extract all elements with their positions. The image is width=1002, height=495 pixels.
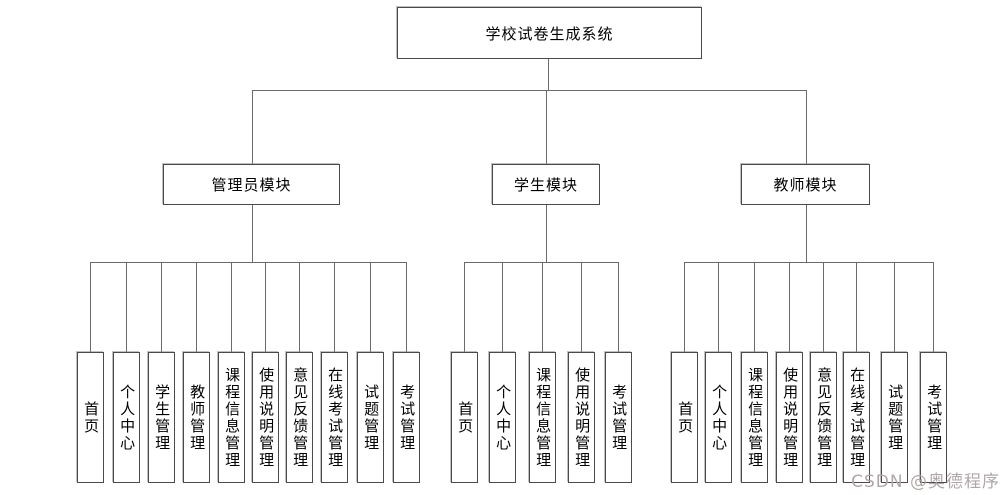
leaf-node: 课程信息管理 (529, 352, 556, 483)
leaf-node: 个人中心 (489, 352, 516, 483)
leaf-node: 首页 (451, 352, 478, 483)
leaf-drop-line (406, 262, 407, 352)
leaf-node: 课程信息管理 (741, 352, 768, 483)
root-drop-line (548, 59, 549, 90)
leaf-drop-line (334, 262, 335, 352)
module-node: 学生模块 (492, 164, 600, 205)
leaf-drop-line (933, 262, 934, 352)
leaf-node: 个人中心 (705, 352, 732, 483)
leaf-drop-line (542, 262, 543, 352)
root-node: 学校试卷生成系统 (397, 7, 702, 59)
module-drop-line (806, 90, 807, 164)
module-node: 教师模块 (741, 164, 870, 205)
leaf-drop-line (161, 262, 162, 352)
module-drop-line (546, 90, 547, 164)
leaf-drop-line (718, 262, 719, 352)
leaf-node: 考试管理 (605, 352, 632, 483)
module-stem-line (806, 205, 807, 262)
leaf-node: 个人中心 (113, 352, 140, 483)
leaf-node: 课程信息管理 (218, 352, 245, 483)
leaf-drop-line (789, 262, 790, 352)
leaf-node: 教师管理 (183, 352, 210, 483)
leaf-node: 在线考试管理 (843, 352, 870, 483)
level2-bar-line (684, 262, 934, 263)
leaf-node: 考试管理 (393, 352, 420, 483)
leaf-drop-line (618, 262, 619, 352)
leaf-drop-line (684, 262, 685, 352)
leaf-drop-line (126, 262, 127, 352)
leaf-node: 首页 (77, 352, 104, 483)
level1-bar-line (252, 90, 807, 91)
leaf-drop-line (265, 262, 266, 352)
module-node: 管理员模块 (163, 164, 340, 205)
leaf-drop-line (856, 262, 857, 352)
module-drop-line (252, 90, 253, 164)
leaf-node: 使用说明管理 (776, 352, 803, 483)
leaf-node: 意见反馈管理 (286, 352, 313, 483)
leaf-node: 试题管理 (881, 352, 908, 483)
leaf-node: 考试管理 (920, 352, 947, 483)
leaf-node: 在线考试管理 (321, 352, 348, 483)
level2-bar-line (464, 262, 619, 263)
leaf-node: 试题管理 (357, 352, 384, 483)
level2-bar-line (90, 262, 407, 263)
leaf-drop-line (464, 262, 465, 352)
leaf-drop-line (231, 262, 232, 352)
leaf-drop-line (299, 262, 300, 352)
leaf-drop-line (502, 262, 503, 352)
leaf-drop-line (754, 262, 755, 352)
leaf-drop-line (196, 262, 197, 352)
leaf-node: 使用说明管理 (252, 352, 279, 483)
leaf-node: 意见反馈管理 (810, 352, 837, 483)
leaf-drop-line (894, 262, 895, 352)
module-stem-line (546, 205, 547, 262)
leaf-drop-line (370, 262, 371, 352)
leaf-node: 学生管理 (148, 352, 175, 483)
module-stem-line (252, 205, 253, 262)
leaf-drop-line (90, 262, 91, 352)
leaf-drop-line (823, 262, 824, 352)
leaf-drop-line (581, 262, 582, 352)
leaf-node: 使用说明管理 (568, 352, 595, 483)
leaf-node: 首页 (671, 352, 698, 483)
